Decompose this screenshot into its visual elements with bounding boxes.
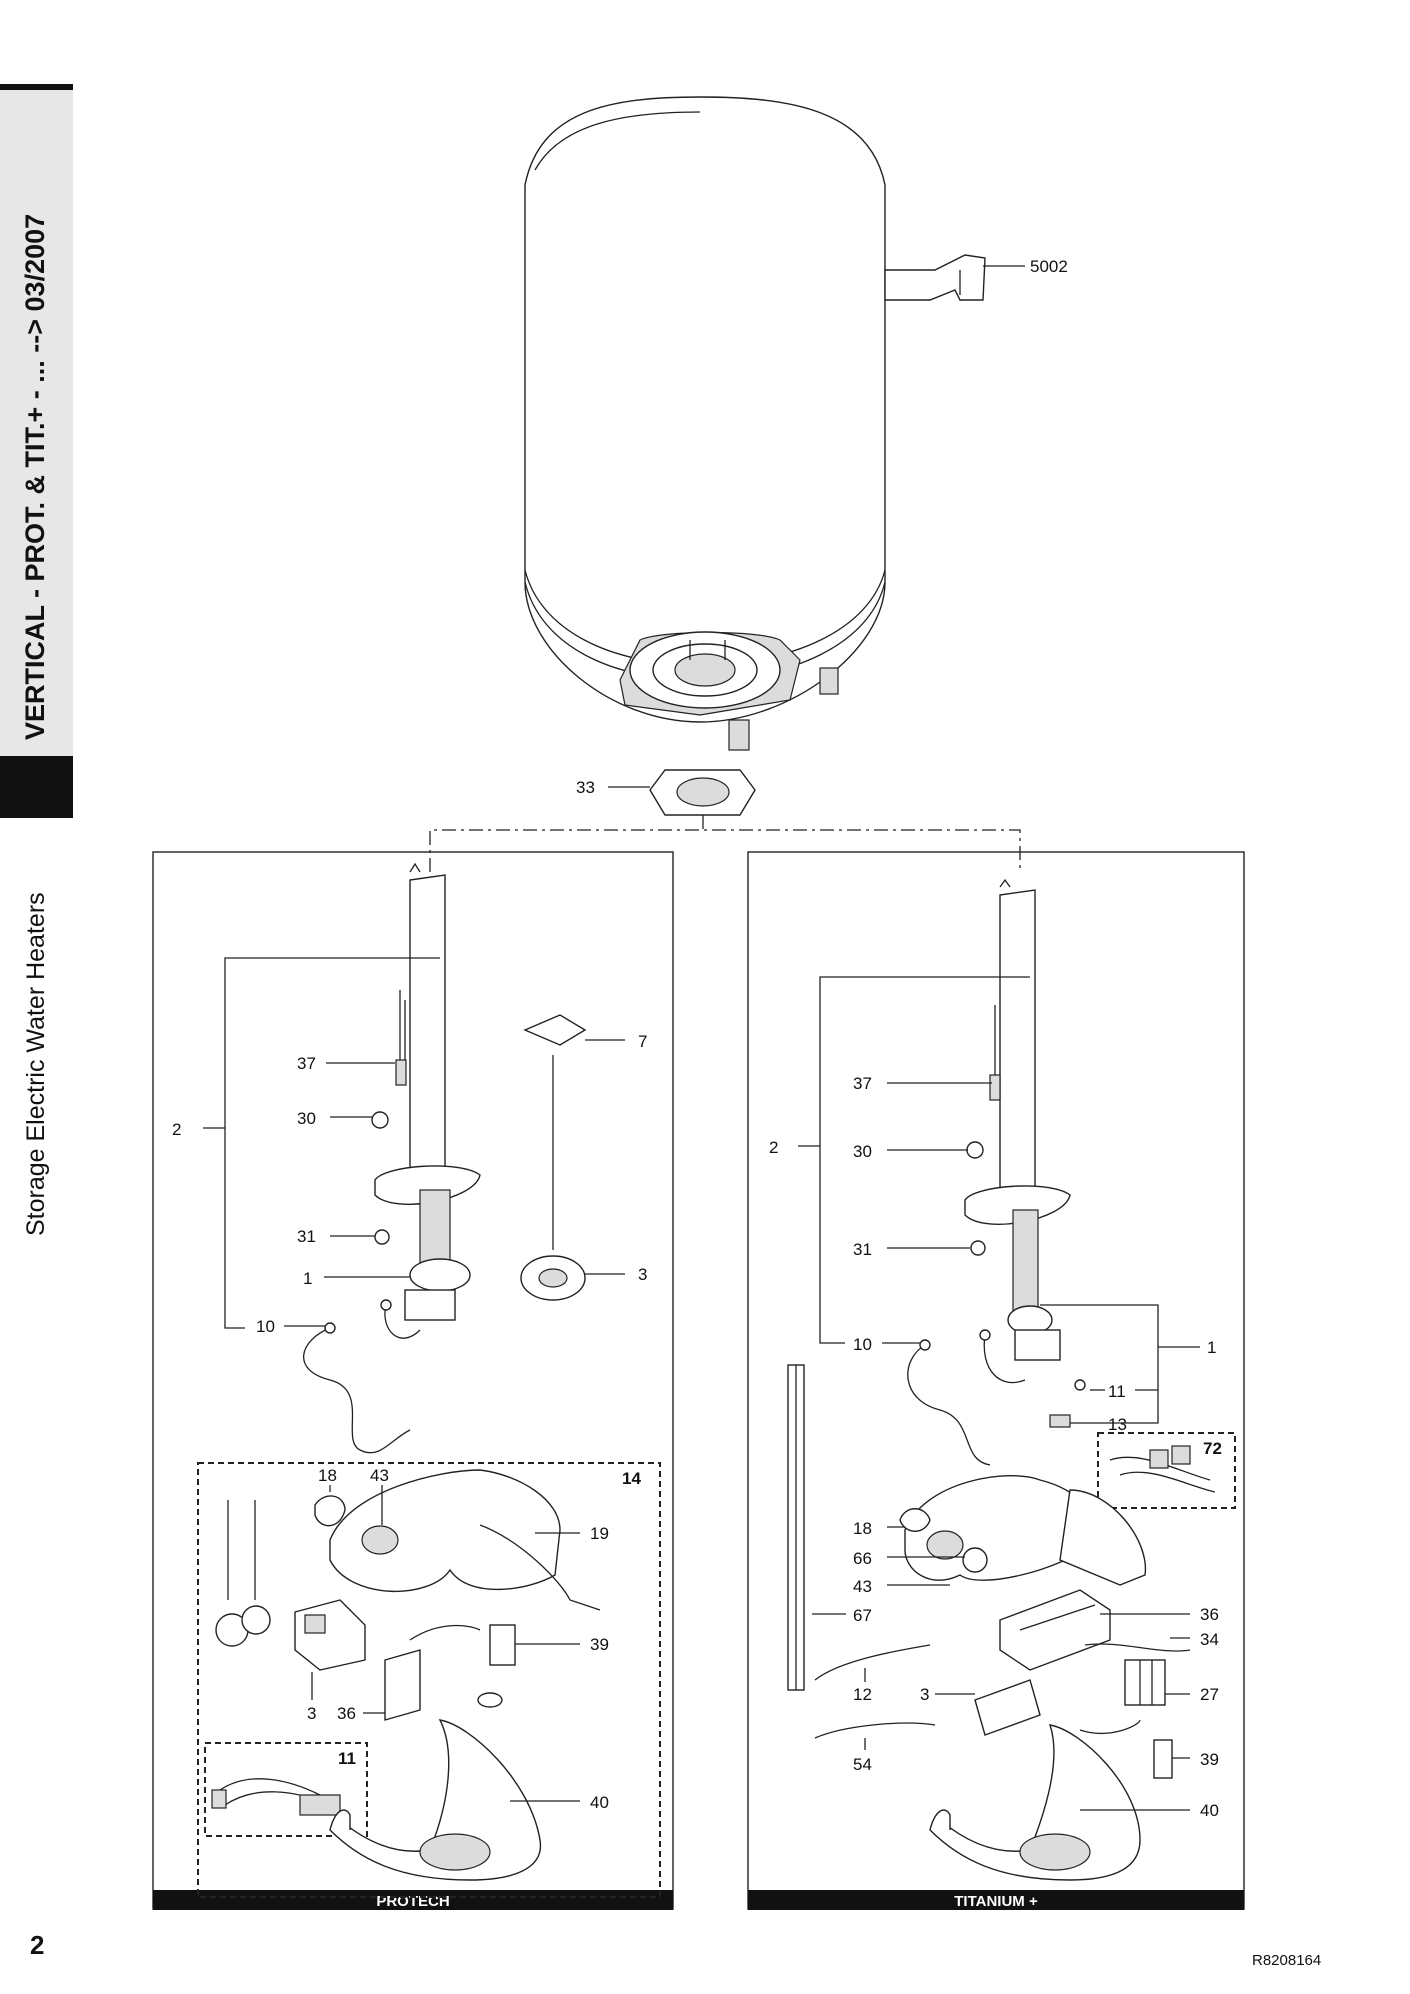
titanium-caption: TITANIUM + [954,1893,1038,1910]
titanium-label-18: 18 [853,1519,872,1538]
titanium-label-37: 37 [853,1074,872,1093]
protech-element-assembly [371,862,481,1321]
titanium-label-1: 1 [1207,1338,1216,1357]
protech-control-cover [314,1469,561,1593]
titanium-panel: TITANIUM + 2 37 [747,851,1245,1910]
protech-label-18: 18 [318,1466,337,1485]
protech-label-14: 14 [622,1469,641,1488]
titanium-harness-group [1097,1432,1236,1509]
protech-panel: PROTECH 2 [152,851,674,1910]
protech-label-10: 10 [256,1317,275,1336]
protech-caption: PROTECH [376,1893,449,1910]
protech-label-43: 43 [370,1466,389,1485]
titanium-label-40: 40 [1200,1801,1219,1820]
protech-label-36: 36 [337,1704,356,1723]
titanium-label-34: 34 [1200,1630,1219,1649]
titanium-anode-39 [1153,1739,1173,1779]
titanium-label-27: 27 [1200,1685,1219,1704]
protech-label-30: 30 [297,1109,316,1128]
titanium-sensor-cables [814,1643,1191,1739]
titanium-label-30: 30 [853,1142,872,1161]
protech-earth-wire [302,1299,421,1454]
titanium-label-31: 31 [853,1240,872,1259]
document-reference: R8208164 [1252,1952,1322,1969]
titanium-display-board [1124,1659,1166,1706]
titanium-wiring-harness [1109,1445,1216,1493]
wall-bracket [884,254,986,301]
protech-label-39: 39 [590,1635,609,1654]
protech-label-3: 3 [638,1265,647,1284]
protech-label-19: 19 [590,1524,609,1543]
water-heater-tank [524,96,886,751]
titanium-label-11: 11 [1108,1382,1126,1401]
protech-label-40: 40 [590,1793,609,1812]
titanium-label-2: 2 [769,1138,778,1157]
sidebar-black-tab [0,756,73,818]
titanium-label-66: 66 [853,1549,872,1568]
protech-label-11: 11 [338,1749,356,1768]
protech-label-7: 7 [638,1032,647,1051]
protech-label-31: 31 [297,1227,316,1246]
protech-label-37: 37 [297,1054,316,1073]
protech-label-1: 1 [303,1269,312,1288]
titanium-label-12: 12 [853,1685,872,1704]
titanium-element-assembly [964,878,1086,1428]
panel-connector-line [429,815,1021,872]
protech-label-3b: 3 [307,1704,316,1723]
protech-terminal-block [294,1599,366,1671]
protech-bottom-cover [329,1719,542,1881]
protech-wiring-harness [211,1778,341,1816]
protech-wiring-kit-group [204,1742,368,1837]
titanium-earth-wire [907,1329,1026,1466]
page-number: 2 [30,1930,45,1960]
titanium-label-36: 36 [1200,1605,1219,1624]
flange-gasket [649,769,756,816]
label-5002: 5002 [1030,257,1068,276]
titanium-anode-rod [787,1364,805,1691]
protech-thermostat [520,1014,587,1301]
protech-relay-board [384,1624,516,1721]
protech-thermostat-probes [215,1500,271,1647]
titanium-label-10: 10 [853,1335,872,1354]
titanium-label-67: 67 [853,1606,872,1625]
titanium-label-39: 39 [1200,1750,1219,1769]
sidebar-top-rule [0,84,73,90]
titanium-label-43: 43 [853,1577,872,1596]
titanium-bottom-cover [929,1724,1141,1881]
protech-label-2: 2 [172,1120,181,1139]
sidebar-title-band [0,90,73,756]
titanium-label-3: 3 [920,1685,929,1704]
titanium-label-13: 13 [1108,1415,1127,1434]
titanium-label-54: 54 [853,1755,872,1774]
protech-caption-bar [153,1890,673,1910]
label-33: 33 [576,778,595,797]
protech-control-box-group [197,1462,661,1898]
titanium-pcb-board [974,1679,1041,1736]
titanium-control-cover [899,1475,1147,1586]
titanium-caption-bar [748,1890,1244,1910]
titanium-control-housing [999,1589,1111,1671]
titanium-label-72: 72 [1203,1439,1222,1458]
